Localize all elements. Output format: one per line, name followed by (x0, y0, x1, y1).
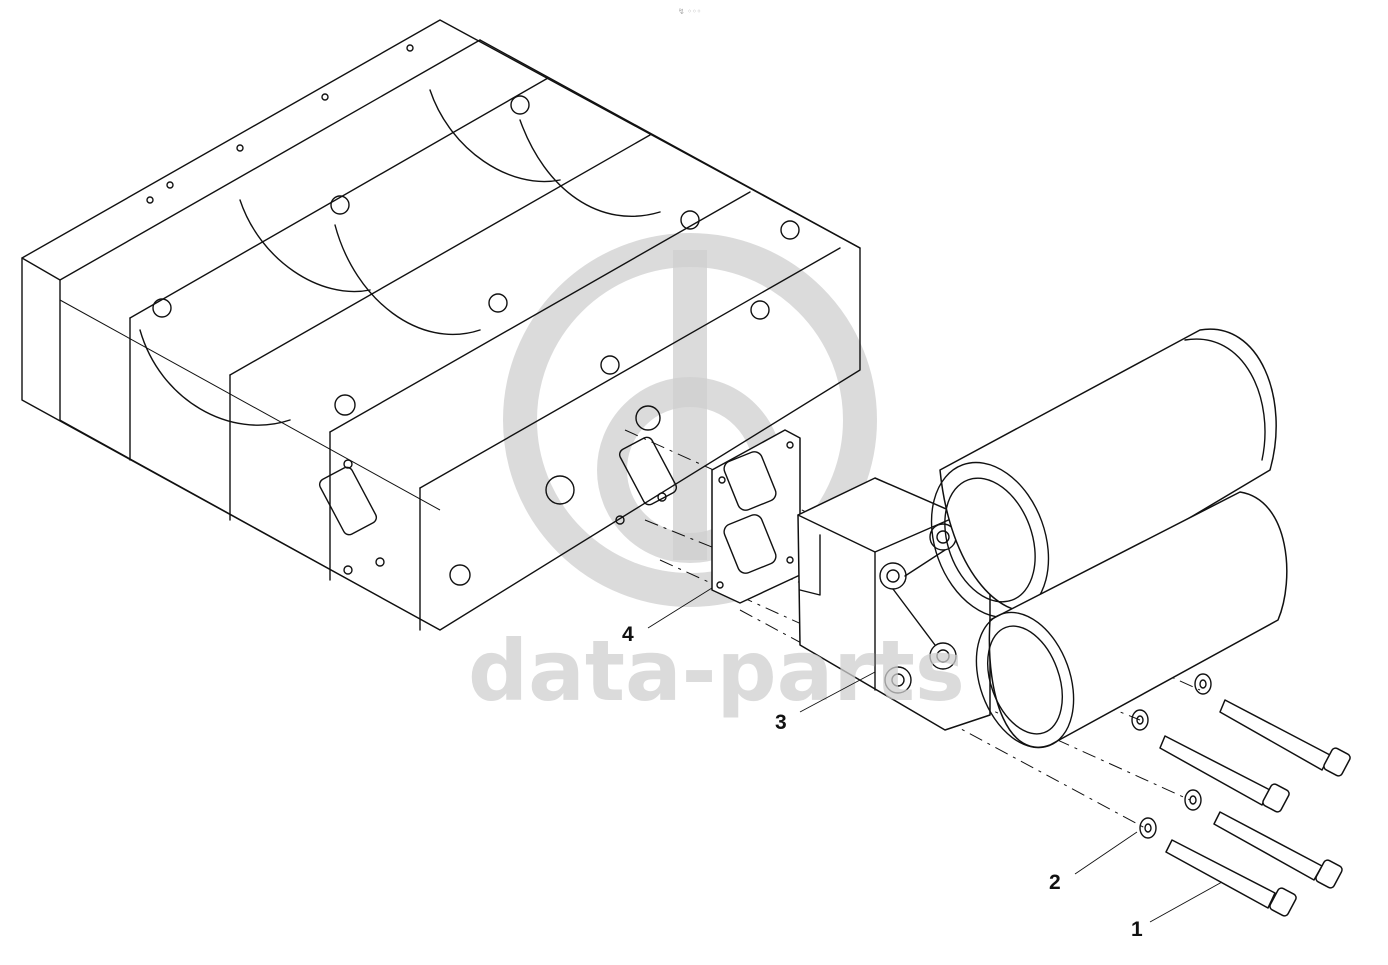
filter-cartridge-lower (975, 491, 1288, 749)
gasket (711, 429, 801, 604)
watermark: data-parts (468, 622, 965, 720)
engine-block (21, 19, 861, 631)
callout-leaders (647, 587, 1223, 923)
washers (1131, 673, 1212, 839)
top-mark: ↯ ◦◦◦ (678, 7, 701, 16)
callout-number-3: 3 (775, 711, 787, 734)
bolts (1159, 699, 1351, 917)
callout-number-1: 1 (1131, 918, 1143, 941)
callout-number-2: 2 (1049, 871, 1061, 894)
filter-head (797, 477, 991, 731)
callout-number-4: 4 (622, 623, 634, 646)
filter-cartridge-upper (930, 328, 1277, 619)
